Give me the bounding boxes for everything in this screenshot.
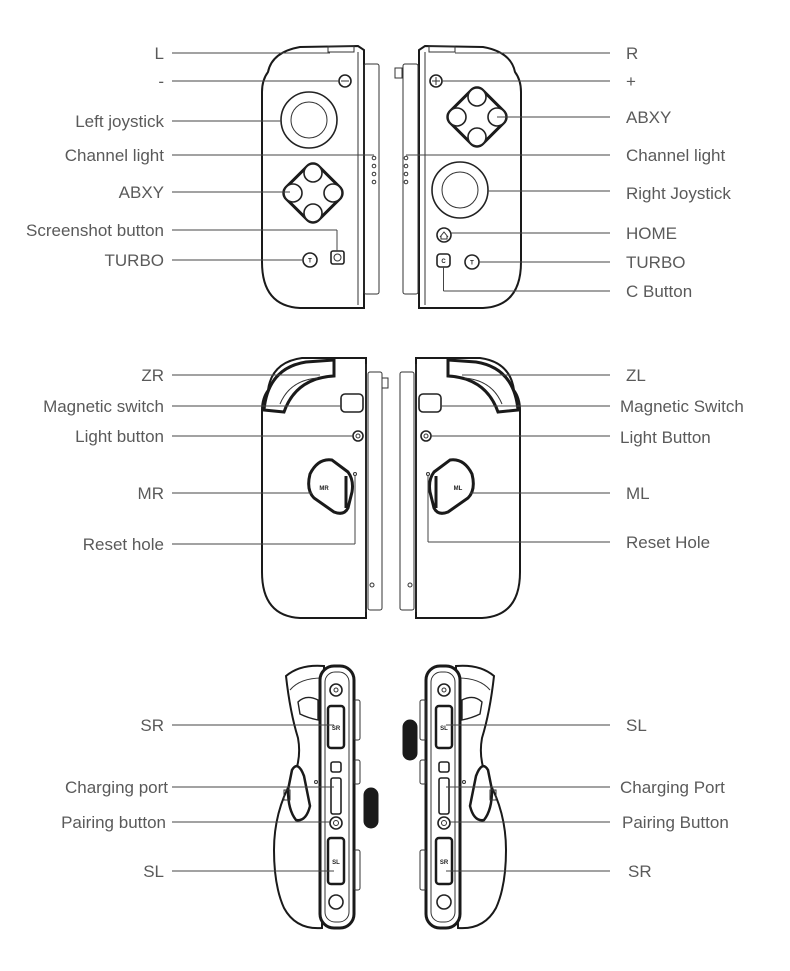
back-leader-lines: [172, 374, 610, 545]
joystick-cap-left: [363, 787, 379, 829]
sl-button-left: [326, 836, 346, 886]
channel-light-left: [371, 155, 377, 185]
side-right-labels: SL Charging Port Pairing Button SR: [620, 716, 729, 881]
side-view: SR SL SL: [61, 664, 729, 930]
label-zr: ZR: [141, 366, 164, 385]
label-sl-left: SL: [143, 862, 164, 881]
label-turbo-right: TURBO: [626, 253, 686, 272]
joystick-cap-right: [402, 719, 418, 761]
home-button: [436, 227, 452, 243]
magnetic-switch-left: [340, 393, 364, 413]
c-mark: C: [441, 259, 446, 265]
right-controller-back: ML: [399, 357, 521, 619]
label-charging-port-right: Charging Port: [620, 778, 725, 797]
label-sl-right: SL: [626, 716, 647, 735]
reset-hole-left: [353, 472, 357, 476]
label-right-joystick: Right Joystick: [626, 184, 731, 203]
label-zl: ZL: [626, 366, 646, 385]
left-controller-side: SR SL: [272, 664, 379, 930]
label-light-button-left: Light button: [75, 427, 164, 446]
reset-hole-right: [426, 472, 430, 476]
label-sr-right: SR: [628, 862, 652, 881]
label-light-button-right: Light Button: [620, 428, 711, 447]
front-right-labels: R + ABXY Channel light Right Joystick HO…: [626, 44, 731, 301]
label-r: R: [626, 44, 638, 63]
label-mr: MR: [138, 484, 164, 503]
light-button-right: [420, 430, 432, 442]
left-joystick: [280, 91, 338, 149]
label-home: HOME: [626, 224, 677, 243]
label-pairing-button-left: Pairing button: [61, 813, 166, 832]
back-right-labels: ZL Magnetic Switch Light Button ML Reset…: [620, 366, 744, 552]
label-minus: -: [158, 72, 164, 91]
label-pairing-button-right: Pairing Button: [622, 813, 729, 832]
light-button-left: [352, 430, 364, 442]
charging-port-left: [330, 777, 342, 815]
label-charging-port-left: Charging port: [65, 778, 168, 797]
magnetic-switch-right: [418, 393, 442, 413]
label-l: L: [155, 44, 164, 63]
mr-button: MR: [307, 458, 354, 515]
sl-mark-left: SL: [332, 860, 340, 866]
left-controller-front: T: [261, 44, 380, 309]
abxy-right: [446, 86, 508, 148]
sr-button-right: [434, 836, 454, 886]
ml-button: ML: [428, 458, 475, 515]
label-reset-hole-right: Reset Hole: [626, 533, 710, 552]
sl-button-right: [434, 704, 454, 750]
label-sr-left: SR: [140, 716, 164, 735]
charging-port-right: [438, 777, 450, 815]
sl-mark-right: SL: [440, 726, 448, 732]
back-view: MR ML: [43, 357, 744, 619]
label-magnetic-switch-left: Magnetic switch: [43, 397, 164, 416]
mr-mark: MR: [319, 486, 329, 492]
front-left-labels: L - Left joystick Channel light ABXY Scr…: [26, 44, 164, 270]
label-screenshot-button: Screenshot button: [26, 221, 164, 240]
pairing-button-left: [329, 816, 343, 830]
front-view: T: [26, 44, 731, 309]
label-abxy-right: ABXY: [626, 108, 671, 127]
side-leader-lines: [172, 724, 610, 872]
sr-mark-left: SR: [332, 726, 341, 732]
turbo-mark-right: T: [470, 261, 474, 267]
label-turbo-left: TURBO: [105, 251, 165, 270]
label-channel-light-right: Channel light: [626, 146, 726, 165]
right-controller-front: C T: [394, 44, 522, 309]
label-magnetic-switch-right: Magnetic Switch: [620, 397, 744, 416]
label-channel-light-left: Channel light: [65, 146, 165, 165]
label-c-button: C Button: [626, 282, 692, 301]
label-plus: +: [626, 72, 636, 91]
label-ml: ML: [626, 484, 650, 503]
abxy-left: [282, 162, 344, 224]
label-abxy-left: ABXY: [119, 183, 164, 202]
turbo-mark-left: T: [308, 259, 312, 265]
label-reset-hole-left: Reset hole: [83, 535, 164, 554]
side-left-labels: SR Charging port Pairing button SL: [61, 716, 168, 881]
right-joystick: [431, 161, 489, 219]
screenshot-button: [330, 250, 345, 265]
back-left-labels: ZR Magnetic switch Light button MR Reset…: [43, 366, 164, 554]
front-leader-lines: [172, 52, 610, 292]
right-controller-side: SL SR: [402, 664, 508, 930]
sr-mark-right: SR: [440, 860, 449, 866]
label-left-joystick: Left joystick: [75, 112, 164, 131]
pairing-button-right: [437, 816, 451, 830]
sr-button-left: [326, 704, 346, 750]
channel-light-right: [403, 155, 409, 185]
left-controller-back: MR: [261, 357, 389, 619]
ml-mark: ML: [454, 486, 463, 492]
